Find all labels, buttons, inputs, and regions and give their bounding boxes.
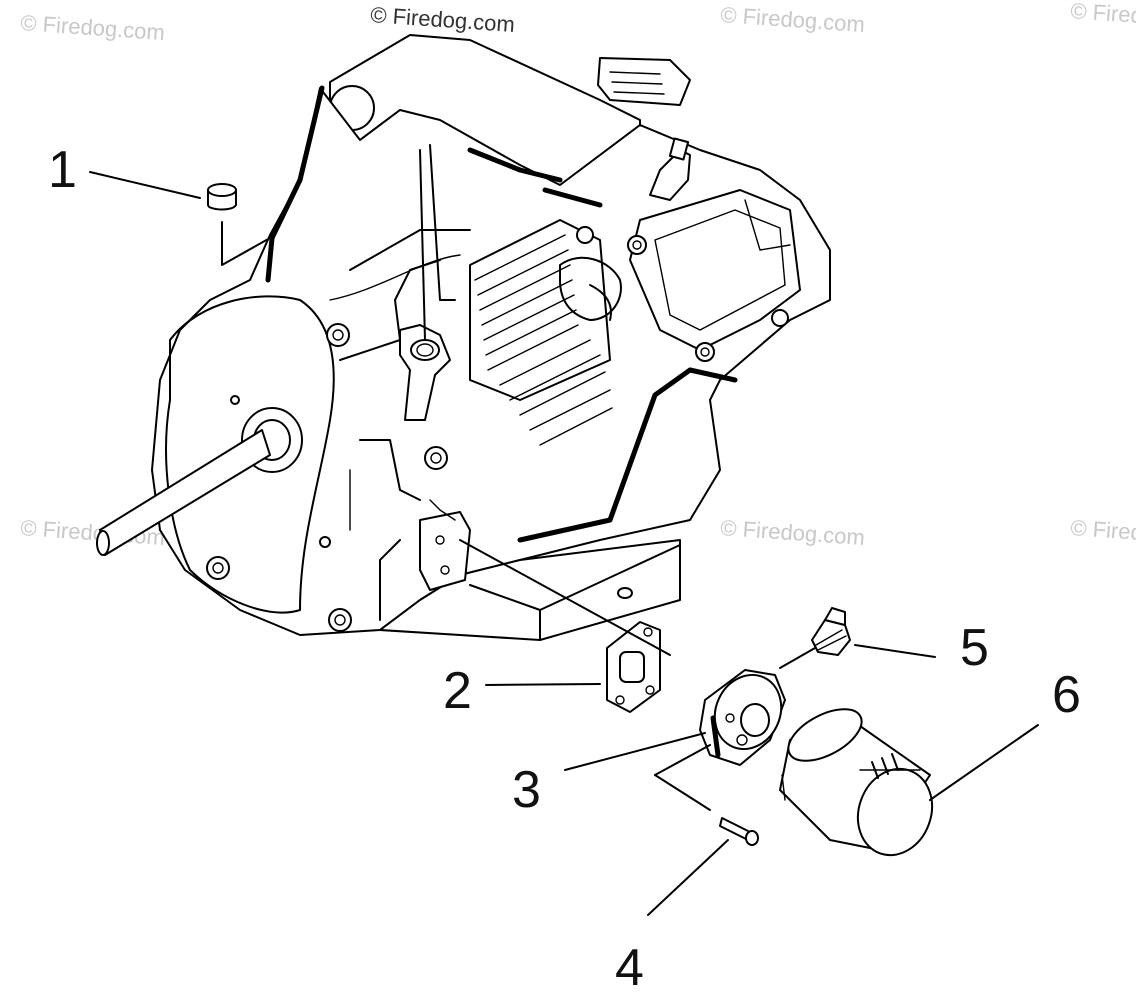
callout-leaders: [485, 644, 1039, 916]
callout-5[interactable]: 5: [960, 619, 989, 677]
watermark-mid-right: © Firedog.com: [720, 515, 866, 550]
oil-filter-adapter-icon: [699, 669, 786, 766]
callout-4[interactable]: 4: [615, 939, 644, 997]
leader-line-1: [89, 171, 271, 266]
leader-gasket-engine: [459, 539, 671, 656]
callout-labels: 1 2 3 4 5 6: [48, 141, 1081, 997]
watermark-mid-edge: © Firedog.com: [1070, 515, 1136, 550]
watermark-top-right: © Firedog.com: [720, 2, 866, 37]
watermark-top-center: © Firedog.com: [370, 2, 516, 37]
oil-filter-icon: [779, 708, 934, 857]
gasket-icon: [606, 621, 661, 713]
leader-line-4: [647, 839, 729, 916]
leader-line-5: [854, 644, 936, 658]
screw-icon: [719, 817, 759, 846]
callout-2[interactable]: 2: [443, 662, 472, 720]
watermark-top-left: © Firedog.com: [20, 10, 166, 45]
cylinder-fins: [469, 219, 613, 446]
leader-adapter-screw: [654, 744, 711, 776]
oil-pressure-switch-icon: [811, 607, 851, 656]
leader-line-3: [564, 732, 706, 771]
callout-6[interactable]: 6: [1052, 666, 1081, 724]
leader-line-6: [929, 724, 1039, 801]
spark-plug-icon: [649, 137, 691, 201]
leader-switch-adapter: [779, 647, 816, 669]
callout-1[interactable]: 1: [48, 141, 77, 199]
leader-screw-adapter: [654, 774, 711, 811]
watermark-top-edge: © Firedog.com: [1070, 0, 1136, 33]
engine-assembly-drawing: [96, 34, 831, 641]
callout-3[interactable]: 3: [512, 761, 541, 819]
oil-plug-cap-icon: [207, 183, 237, 211]
leader-line-2: [485, 683, 601, 686]
output-shaft: [96, 407, 303, 556]
